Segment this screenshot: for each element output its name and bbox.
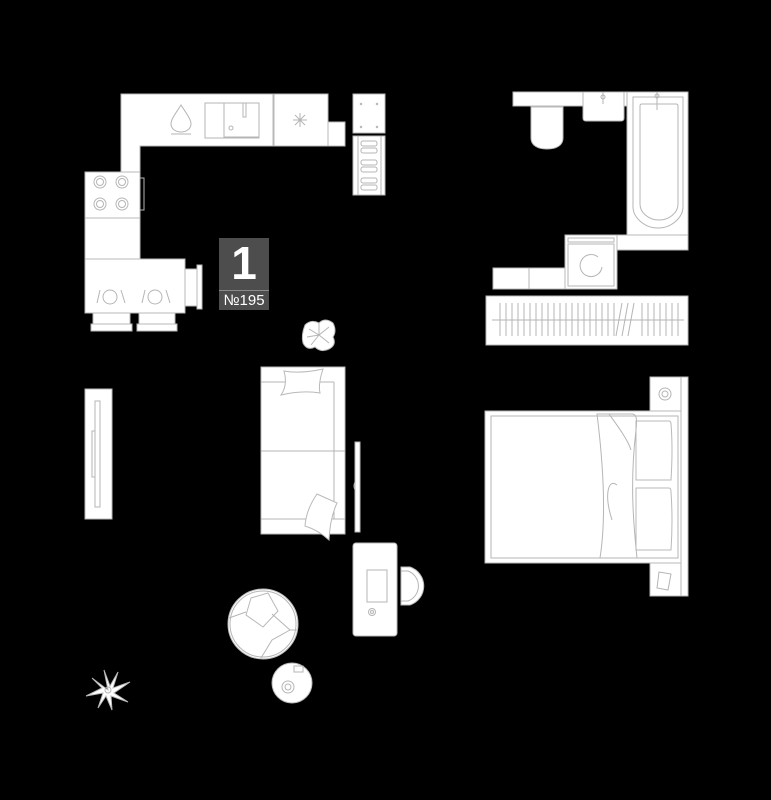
side-table (271, 662, 313, 704)
kitchen-sink (204, 102, 260, 139)
round-chair (227, 588, 299, 660)
bathroom-sink (582, 91, 625, 122)
double-bed (484, 376, 689, 597)
tv (353, 441, 361, 533)
tv-stand (84, 388, 113, 520)
drop-icon (170, 104, 192, 135)
apartment-badge: 1 №195 (219, 238, 269, 310)
wardrobe (485, 295, 689, 346)
hangers-icon (499, 302, 679, 337)
stove (84, 171, 145, 219)
washer-icon (579, 254, 603, 278)
plant-icon (85, 669, 131, 711)
sofa (260, 366, 346, 542)
apartment-number: №195 (223, 292, 265, 309)
bathtub (626, 91, 689, 250)
badge-divider (219, 290, 269, 291)
fridge-cooktop (273, 93, 346, 147)
room-count: 1 (231, 237, 257, 289)
toilet (530, 106, 564, 150)
desk (352, 542, 425, 637)
burners-icon (93, 175, 129, 211)
plant-icon (301, 319, 336, 352)
shoe-rack (352, 93, 386, 196)
dining-table (84, 258, 203, 332)
snowflake-icon (293, 113, 307, 127)
washing-machine (492, 234, 689, 290)
